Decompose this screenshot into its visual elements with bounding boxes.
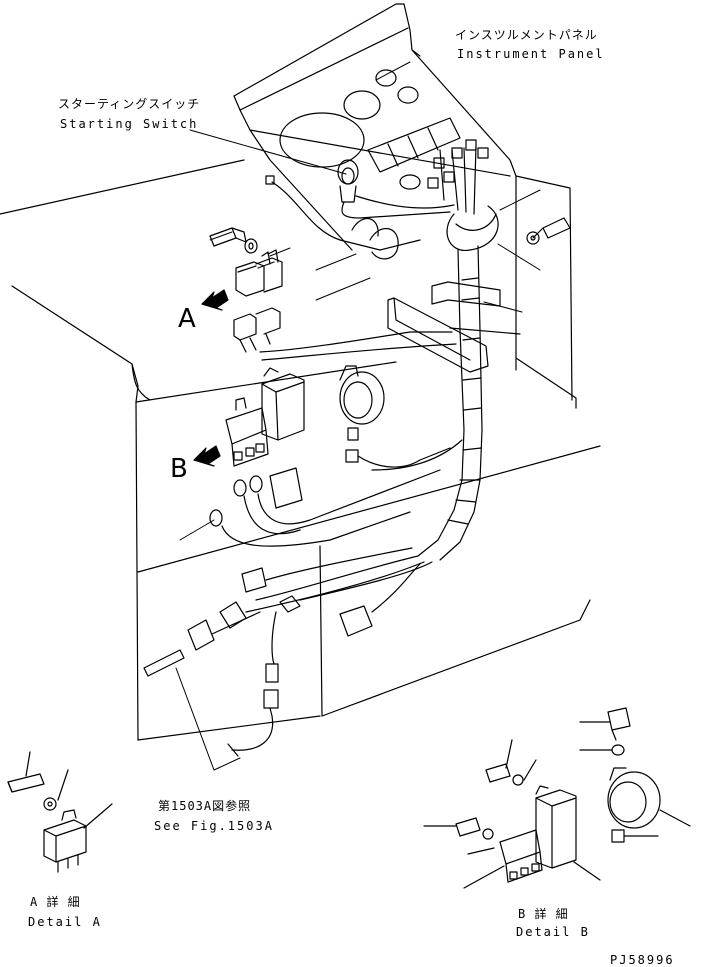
callout-a-label: A: [178, 304, 196, 334]
relay-group-a: [233, 249, 283, 353]
detail-b-drawing: [423, 707, 691, 889]
starting-switch: [337, 159, 455, 219]
detail-b-label-en: Detail B: [516, 925, 590, 939]
detail-a-drawing: [7, 751, 113, 873]
lower-wiring: [143, 467, 441, 757]
starting-switch-label-jp: スターティングスイッチ: [58, 97, 201, 111]
callout-arrows: [193, 289, 229, 467]
detail-b-label-jp: B 詳 細: [518, 907, 569, 921]
detail-a-label-en: Detail A: [28, 915, 102, 929]
callout-b-label: B: [170, 454, 188, 484]
upper-hardware: [209, 217, 571, 254]
starting-switch-label-en: Starting Switch: [60, 117, 199, 131]
instrument-panel-label-en: Instrument Panel: [457, 47, 605, 61]
panel-gauges: [279, 69, 461, 190]
instrument-panel-housing: [233, 3, 577, 409]
main-harness: [259, 139, 499, 561]
detail-a-label-jp: A 詳 細: [30, 895, 81, 909]
see-fig-label-en: See Fig.1503A: [154, 819, 274, 833]
drawing-number: PJ58996: [610, 953, 675, 967]
leader-lines: [175, 61, 541, 771]
see-fig-label-jp: 第1503A図参照: [158, 799, 252, 813]
instrument-panel-label-jp: インスツルメントパネル: [455, 28, 598, 42]
cab-body: [0, 159, 601, 741]
horn-component: [339, 365, 463, 471]
harness-clamp: [387, 281, 501, 373]
relay-group-b: [225, 367, 305, 467]
